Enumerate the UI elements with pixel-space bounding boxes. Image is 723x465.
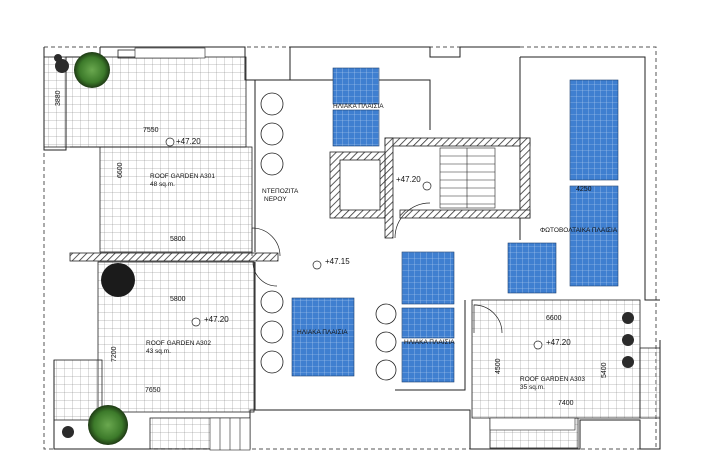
- plant-icon: [54, 54, 62, 62]
- dim-label: 6600: [117, 162, 124, 178]
- solar-panel: [332, 67, 380, 105]
- doors: [251, 227, 503, 334]
- plant-icon: [55, 59, 69, 73]
- dim-label: 7400: [558, 400, 574, 407]
- level-markers: [165, 137, 543, 350]
- dim-label: 5800: [170, 296, 186, 303]
- room-name: ROOF GARDEN A303: [520, 376, 585, 383]
- dim-label: 5400: [601, 362, 608, 378]
- dim-label: 4250: [576, 186, 592, 193]
- dim-label: 7550: [143, 127, 159, 134]
- roof-garden-a303: [471, 299, 661, 449]
- stair-core: [329, 137, 531, 239]
- level-label: +47.15: [325, 257, 350, 266]
- solar-panels: [291, 67, 619, 383]
- solar-panel: [569, 79, 619, 181]
- dim-label: 4500: [495, 358, 502, 374]
- level-label: +47.20: [546, 338, 571, 347]
- solar-panel: [569, 185, 619, 287]
- solar-label: ΗΛΙΑΚΑ ΠΛΑΙΣΙΑ: [333, 103, 384, 110]
- dim-label: 5800: [170, 236, 186, 243]
- roof-garden-a301: [43, 49, 253, 253]
- plant-icon: [101, 263, 135, 297]
- dimension-labels: 3880 7550 6600 5800 5800 7200 7650 4250 …: [55, 90, 608, 407]
- level-label: +47.20: [204, 315, 229, 324]
- room-name: ROOF GARDEN A302: [146, 340, 211, 347]
- level-label: +47.20: [176, 137, 201, 146]
- solar-label: ΗΛΙΑΚΑ ΠΛΑΙΣΙΑ: [404, 339, 455, 346]
- room-area: 48 sq.m.: [150, 181, 175, 188]
- dim-label: 7200: [111, 346, 118, 362]
- solar-panel: [401, 251, 455, 305]
- plant-icon: [622, 334, 634, 346]
- water-tank-label: ΝΤΕΠΟΖΙΤΑ: [262, 188, 299, 195]
- solar-label: ΗΛΙΑΚΑ ΠΛΑΙΣΙΑ: [297, 329, 348, 336]
- solar-panel: [401, 341, 455, 383]
- water-tank-label: ΝΕΡΟΥ: [264, 196, 287, 203]
- plant-icon: [88, 405, 128, 445]
- room-area: 43 sq.m.: [146, 348, 171, 355]
- dim-label: 3880: [55, 90, 62, 106]
- room-labels: ROOF GARDEN A301 48 sq.m. ROOF GARDEN A3…: [146, 173, 585, 391]
- plant-icon: [74, 52, 110, 88]
- minor-stairs: [134, 47, 576, 451]
- solar-panel: [401, 307, 455, 339]
- photovoltaic-label: ΦΩΤΟΒΟΛΤΑΙΚΑ ΠΛΑΙΣΙΑ: [540, 227, 618, 234]
- water-tanks: [260, 92, 397, 381]
- plant-icon: [622, 312, 634, 324]
- room-area: 35 sq.m.: [520, 384, 545, 391]
- dim-label: 6600: [546, 315, 562, 322]
- dim-label: 7650: [145, 387, 161, 394]
- level-labels: +47.20 +47.20 +47.15 +47.20 +47.20: [176, 137, 571, 347]
- level-label: +47.20: [396, 175, 421, 184]
- solar-panel: [332, 109, 380, 147]
- solar-panel: [291, 297, 355, 377]
- room-name: ROOF GARDEN A301: [150, 173, 215, 180]
- plants: [54, 52, 634, 445]
- solar-panel: [507, 242, 557, 294]
- plant-icon: [622, 356, 634, 368]
- plant-icon: [62, 426, 74, 438]
- equipment-labels: ΝΤΕΠΟΖΙΤΑ ΝΕΡΟΥ ΗΛΙΑΚΑ ΠΛΑΙΣΙΑ ΗΛΙΑΚΑ ΠΛ…: [262, 103, 618, 346]
